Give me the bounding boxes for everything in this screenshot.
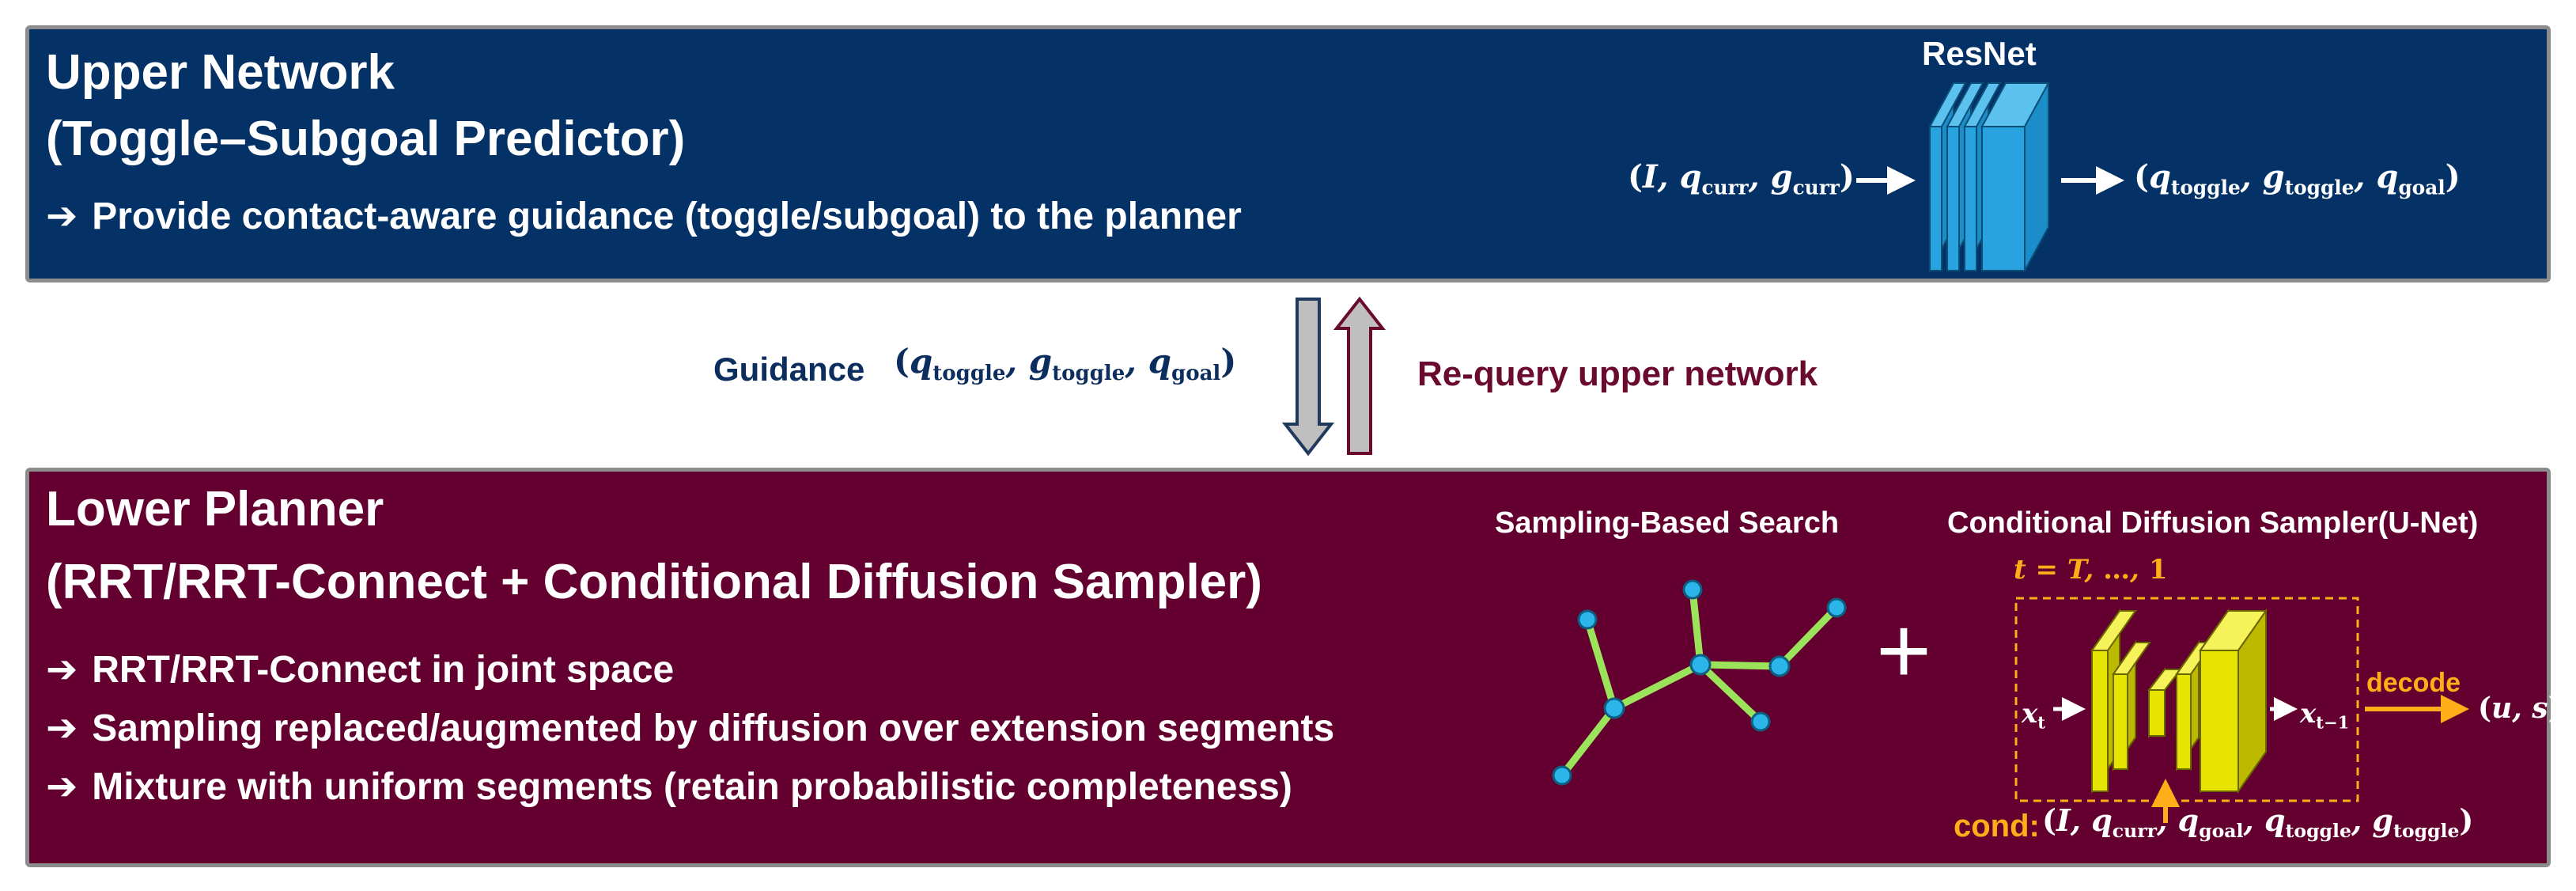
upper-bullet-text: Provide contact-aware guidance (toggle/s… — [92, 195, 1242, 237]
resnet-output-expression: (qtoggle, gtoggle, qgoal) — [2134, 158, 2461, 199]
diffusion-loop-box — [2014, 597, 2359, 802]
lower-title-line2: (RRT/RRT-Connect + Conditional Diffusion… — [46, 555, 1262, 609]
guidance-expression: (qtoggle, gtoggle, qgoal) — [894, 342, 1237, 386]
lower-title-line1: Lower Planner — [46, 482, 384, 536]
upper-title-line2: (Toggle–Subgoal Predictor) — [46, 112, 686, 166]
cond-label: cond: — [1954, 809, 2040, 844]
bullet-arrow-icon: ➔ — [46, 195, 78, 237]
guidance-label: Guidance — [713, 351, 865, 388]
resnet-label: ResNet — [1922, 35, 2037, 72]
xt-label: xt — [2022, 698, 2046, 733]
search-tree-icon — [1552, 579, 1847, 786]
upper-bullet: ➔ Provide contact-aware guidance (toggle/… — [46, 194, 1242, 238]
upper-title-line1: Upper Network — [46, 45, 395, 100]
timestep-expression: t = T, …, 1 — [2014, 554, 2168, 586]
lower-bullet-text: Sampling replaced/augmented by diffusion… — [92, 707, 1335, 749]
resnet-block-icon — [1928, 82, 2050, 271]
decode-output-expression: (u, s) — [2478, 692, 2562, 725]
search-label: Sampling-Based Search — [1495, 506, 1840, 540]
resnet-input-expression: (I, qcurr, gcurr) — [1628, 158, 1855, 199]
plus-symbol: + — [1876, 597, 1932, 703]
lower-bullet-text: Mixture with uniform segments (retain pr… — [92, 766, 1292, 808]
lower-bullet-2: ➔ Sampling replaced/augmented by diffusio… — [46, 706, 1334, 750]
cond-expression: (I, qcurr, qgoal, qtoggle, gtoggle) — [2042, 802, 2474, 843]
lower-bullet-3: ➔ Mixture with uniform segments (retain p… — [46, 764, 1292, 809]
decode-label: decode — [2366, 668, 2461, 698]
unet-block-icon — [2090, 608, 2268, 794]
bullet-arrow-icon: ➔ — [46, 707, 78, 749]
upper-network-panel — [25, 25, 2551, 282]
lower-bullet-text: RRT/RRT-Connect in joint space — [92, 649, 675, 691]
lower-bullet-1: ➔ RRT/RRT-Connect in joint space — [46, 647, 674, 692]
bullet-arrow-icon: ➔ — [46, 649, 78, 691]
bullet-arrow-icon: ➔ — [46, 766, 78, 808]
requery-label: Re-query upper network — [1417, 355, 1818, 393]
requery-up-arrow — [1333, 296, 1386, 455]
sampler-label: Conditional Diffusion Sampler(U-Net) — [1947, 506, 2479, 540]
guidance-down-arrow — [1281, 298, 1335, 457]
xt-minus-1-label: xt−1 — [2300, 698, 2350, 733]
